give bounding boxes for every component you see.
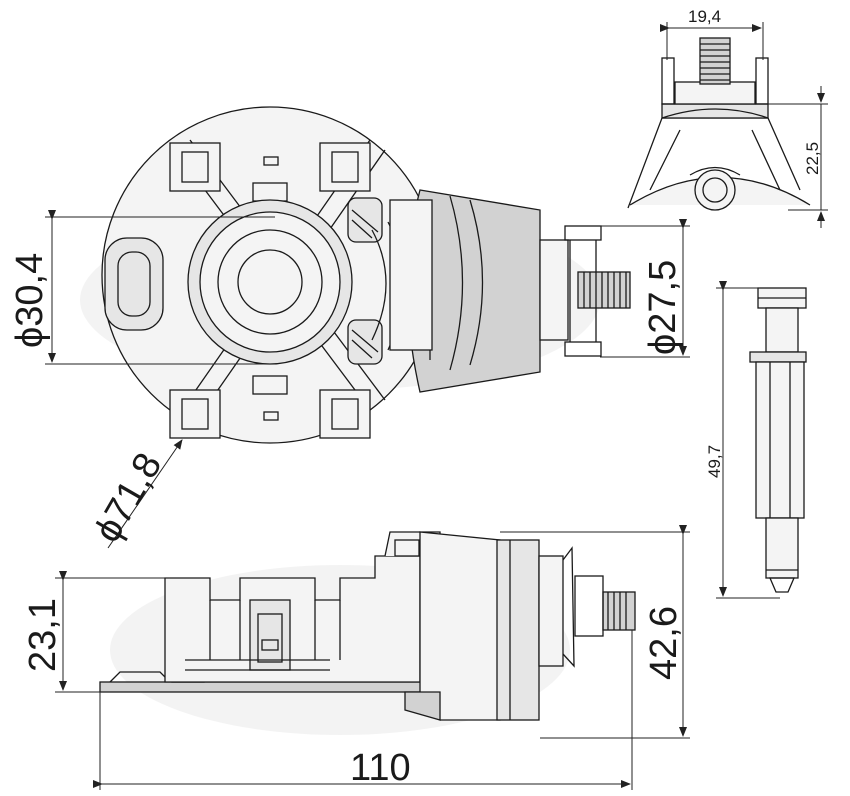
brush-box-top-right (319, 142, 371, 192)
boss-outer (694, 169, 736, 211)
dim-110: 110 (93, 630, 633, 790)
dim-49-7-label: 49,7 (705, 445, 724, 478)
base-plate (99, 681, 441, 693)
terminal-housing (389, 189, 631, 393)
bottom-notch (252, 375, 288, 395)
top-notch (252, 182, 288, 202)
top-right-view (627, 37, 811, 211)
pin-body (755, 361, 805, 519)
top-stud (699, 37, 731, 85)
holder-center (249, 599, 291, 671)
dim-22-5: 22,5 (768, 86, 828, 228)
brush-pin (749, 287, 807, 593)
dim-30-4-label: ϕ30,4 (9, 253, 51, 348)
housing-side (419, 531, 501, 721)
shaft-bore (237, 249, 303, 315)
dim-71-8: ϕ71,8 (86, 439, 183, 550)
spring-lower (347, 319, 383, 365)
dim-30-4: ϕ30,4 (9, 210, 275, 365)
dim-23-1-label: 23,1 (22, 598, 64, 672)
threaded-stud (577, 271, 631, 309)
brush-box-bottom-left (169, 389, 221, 439)
dim-42-6: 42,6 (500, 525, 690, 739)
dim-71-8-label: ϕ71,8 (86, 446, 170, 549)
pin-collar (749, 351, 807, 363)
holder-bar (661, 103, 769, 119)
dim-49-7: 49,7 (705, 281, 780, 599)
dim-42-6-label: 42,6 (643, 606, 685, 680)
brush-box-top-left (169, 142, 221, 192)
dim-110-label: 110 (350, 747, 411, 789)
dim-22-5-label: 22,5 (803, 142, 822, 175)
dim-27-5-label: ϕ27,5 (642, 260, 684, 355)
dim-23-1: 23,1 (22, 571, 170, 693)
spring-upper (347, 197, 383, 243)
front-view (101, 106, 631, 444)
dim-27-5: ϕ27,5 (600, 219, 690, 358)
brush-box-bottom-right (319, 389, 371, 439)
flange-side (496, 539, 540, 721)
terminal-collar (539, 239, 569, 341)
dim-19-4-label: 19,4 (688, 7, 721, 26)
side-view (99, 531, 636, 721)
dim-19-4: 19,4 (660, 7, 764, 60)
